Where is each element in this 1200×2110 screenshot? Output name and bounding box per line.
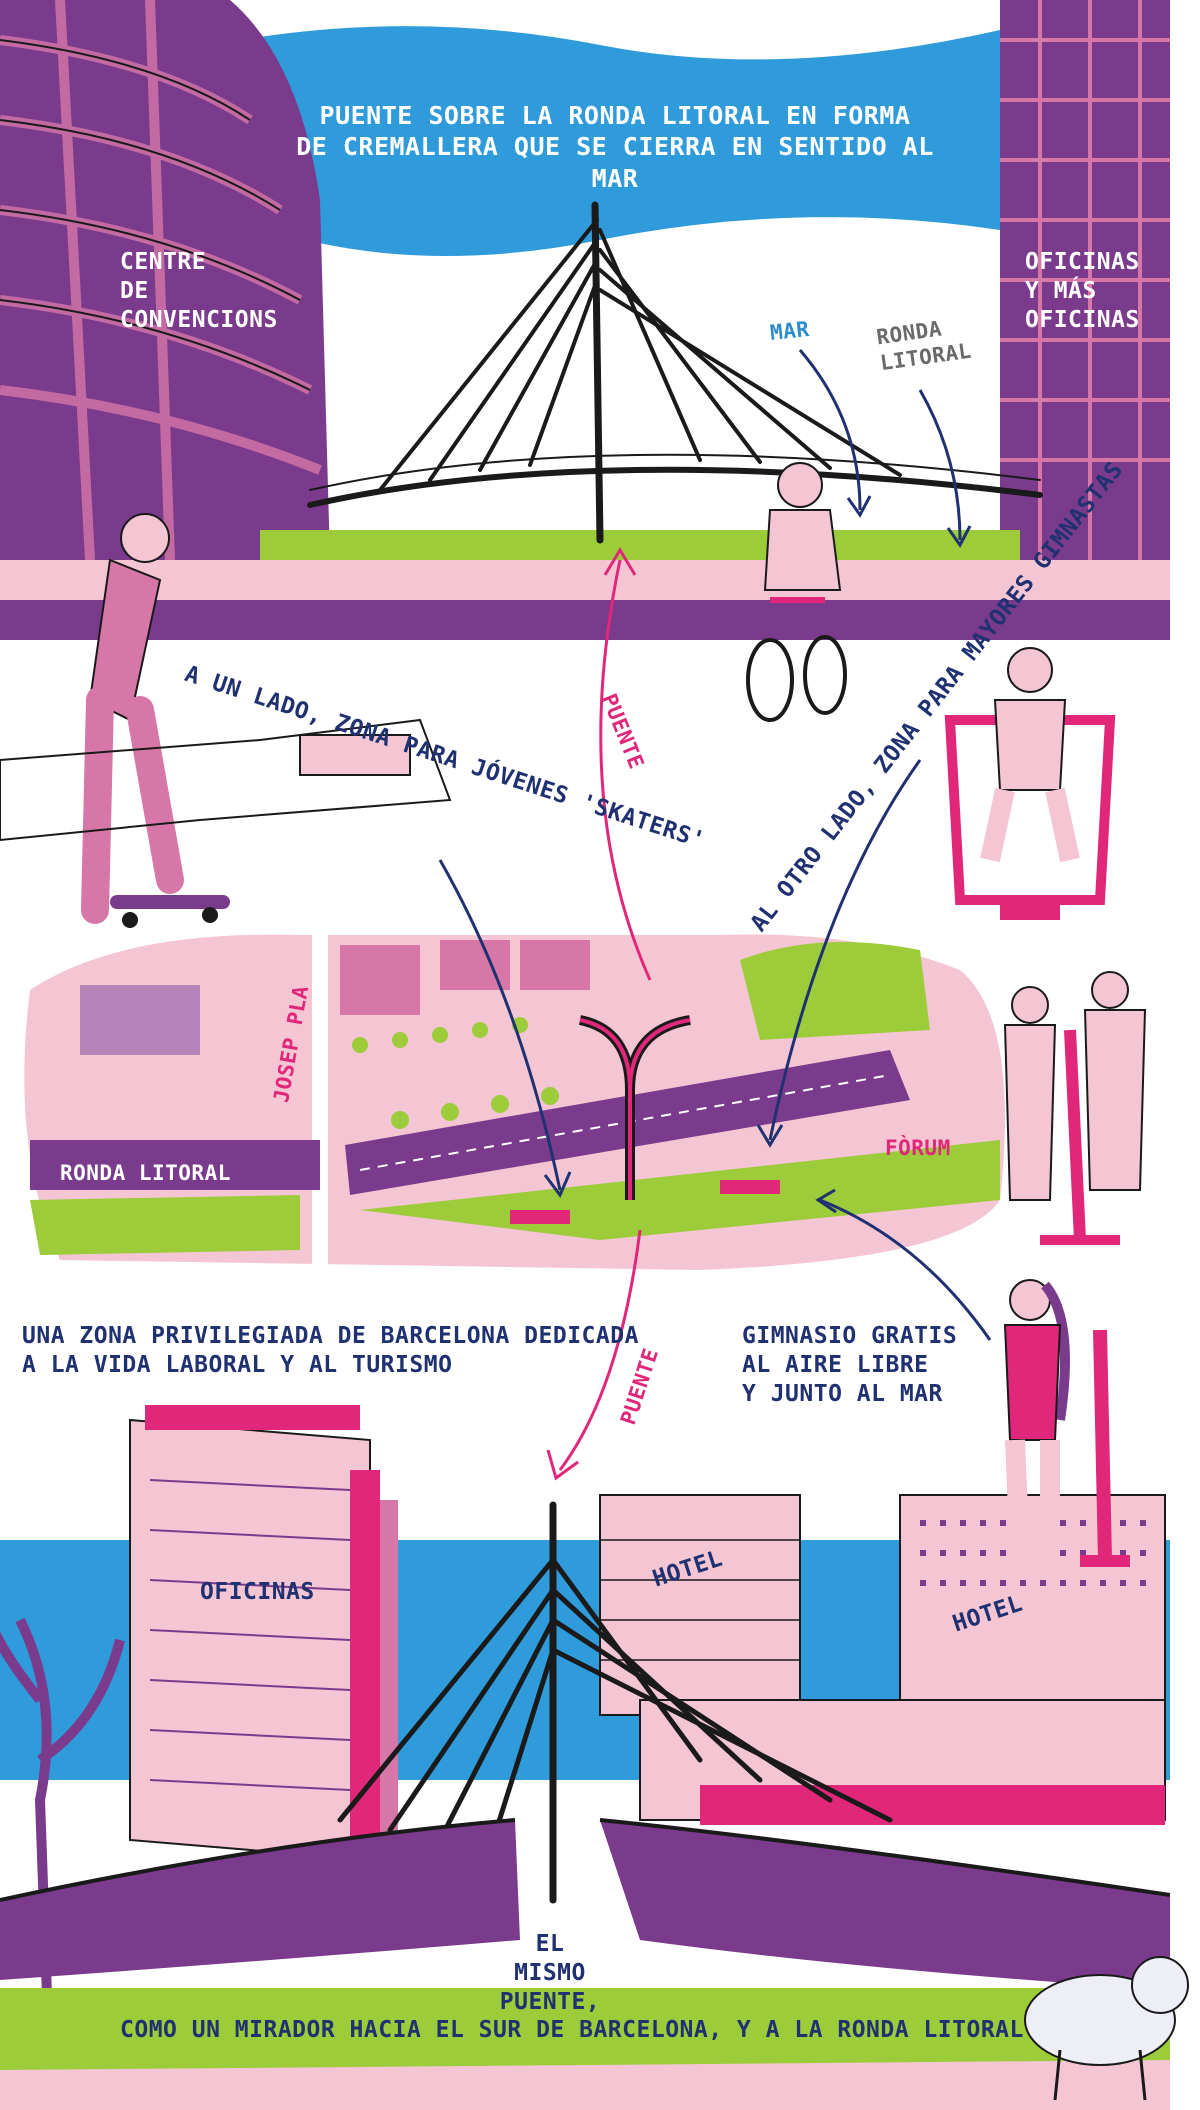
bottom-caption: EL MISMO PUENTE, COMO UN MIRADOR HACIA E… <box>120 1931 1024 2044</box>
arrow-puente-up <box>599 559 652 981</box>
offices-bottom-label: OFICINAS <box>200 1579 315 1605</box>
gym-users-figure <box>1003 971 1147 1245</box>
convention-center-label: CENTRE DE CONVENCIONS <box>120 249 278 333</box>
offices-top-label: OFICINAS Y MÁS OFICINAS <box>1025 249 1140 333</box>
bridge-deck-right <box>600 1820 1170 1990</box>
bridge-top <box>307 201 1043 544</box>
skate-park-sketch <box>0 718 452 842</box>
free-gym-label: GIMNASIO GRATIS AL AIRE LIBRE Y JUNTO AL… <box>742 1323 958 1407</box>
bridge-bottom <box>337 1501 893 1904</box>
privileged-zone-label: UNA ZONA PRIVILEGIADA DE BARCELONA DEDIC… <box>22 1323 639 1378</box>
highway-ronda-litoral <box>30 1140 320 1190</box>
arrow-skaters <box>438 859 562 1191</box>
hotel-building-1 <box>599 1494 801 1716</box>
green-strip-top <box>260 530 1020 560</box>
bridge-deck-left <box>0 1820 520 1980</box>
arrow-to-sea <box>798 349 862 511</box>
woman-exercising-figure <box>1003 1279 1130 1567</box>
header-title-line2: DE CREMALLERA QUE SE CIERRA EN SENTIDO A… <box>296 132 934 193</box>
tree-left <box>0 1617 125 2081</box>
arrow-gym <box>768 759 922 1141</box>
gym-machine-figure <box>944 647 1116 920</box>
arrow-puente-down <box>558 1229 642 1471</box>
sky-band <box>240 26 1000 257</box>
forum-label: FÒRUM <box>885 1136 951 1160</box>
ronda-litoral-map-label: RONDA LITORAL <box>60 1161 231 1185</box>
arrow-to-ronda <box>918 389 962 541</box>
cyclist-figure <box>746 462 847 722</box>
header-title: PUENTE SOBRE LA RONDA LITORAL EN FORMA D… <box>270 100 960 194</box>
sea-label: MAR <box>768 317 811 345</box>
header-title-line1: PUENTE SOBRE LA RONDA LITORAL EN FORMA <box>319 101 911 130</box>
skateboarder-figure <box>81 513 230 928</box>
arrow-forum <box>819 1198 992 1341</box>
dog-figure <box>1024 1956 1189 2101</box>
